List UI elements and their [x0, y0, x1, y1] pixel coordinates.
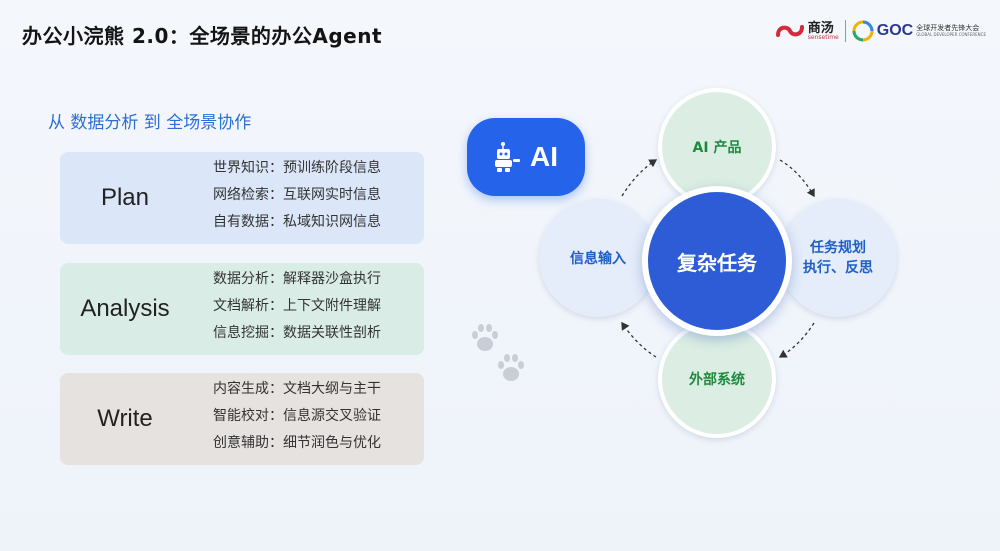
card-write: Write 内容生成：文档大纲与主干 智能校对：信息源交叉验证 创意辅助：细节润… — [60, 373, 424, 465]
paw-print-icon — [472, 324, 498, 351]
card-write-line: 创意辅助：细节润色与优化 — [213, 435, 381, 451]
sensetime-logo: 商汤 sensetime — [775, 22, 839, 41]
section-subtitle: 从 数据分析 到 全场景协作 — [48, 113, 252, 133]
arrow-bottom-to-left — [621, 321, 657, 358]
card-plan: Plan 世界知识：预训练阶段信息 网络检索：互联网实时信息 自有数据：私域知识… — [60, 152, 424, 244]
arrow-left-to-top — [621, 159, 658, 197]
sensetime-logo-icon — [775, 25, 804, 37]
card-analysis-line: 信息挖掘：数据关联性剖析 — [213, 325, 381, 341]
page-title: 办公小浣熊 2.0：全场景的办公Agent — [22, 24, 383, 48]
card-analysis-line: 文档解析：上下文附件理解 — [213, 298, 381, 314]
node-complex-task-label: 复杂任务 — [677, 250, 757, 275]
ai-badge: AI — [467, 118, 585, 196]
card-plan-name: Plan — [100, 184, 150, 211]
sensetime-logo-cn: 商汤 — [807, 20, 834, 36]
robot-icon — [495, 142, 520, 172]
gdc-logo-icon — [852, 20, 874, 42]
paw-print-icon — [498, 354, 524, 381]
card-write-name: Write — [97, 405, 153, 432]
card-analysis-line: 数据分析：解释器沙盒执行 — [213, 271, 381, 287]
card-analysis-name: Analysis — [80, 295, 170, 322]
gdc-logo-cn: 全球开发者先锋大会 — [916, 23, 980, 32]
card-write-line: 内容生成：文档大纲与主干 — [213, 381, 381, 397]
node-info-input: 信息输入 — [539, 199, 657, 317]
card-write-line: 智能校对：信息源交叉验证 — [213, 408, 381, 424]
card-plan-line: 网络检索：互联网实时信息 — [213, 187, 381, 203]
node-external-system: 外部系统 — [658, 320, 776, 438]
card-plan-line: 世界知识：预训练阶段信息 — [213, 160, 381, 176]
logo-divider — [844, 20, 846, 42]
arrow-right-to-bottom — [778, 322, 815, 358]
card-plan-line: 自有数据：私域知识网信息 — [213, 214, 381, 230]
node-external-system-label: 外部系统 — [689, 372, 745, 388]
arrow-top-to-right — [779, 159, 815, 198]
node-task-planning-line1: 任务规划 — [810, 240, 866, 256]
gdc-logo: GOC 全球开发者先锋大会 GLOBAL DEVELOPER CONFERENC… — [852, 20, 986, 42]
node-info-input-label: 信息输入 — [570, 251, 626, 267]
node-complex-task: 复杂任务 — [642, 186, 792, 336]
gdc-logo-en: GLOBAL DEVELOPER CONFERENCE — [916, 31, 986, 37]
ai-badge-label: AI — [530, 141, 558, 172]
node-ai-product-label: AI 产品 — [692, 140, 742, 156]
node-task-planning: 任务规划 执行、反思 — [779, 199, 897, 317]
node-task-planning-line2: 执行、反思 — [803, 260, 873, 276]
header-logos: 商汤 sensetime GOC 全球开发者先锋大会 GLOBAL DEVELO… — [775, 20, 986, 42]
card-analysis: Analysis 数据分析：解释器沙盒执行 文档解析：上下文附件理解 信息挖掘：… — [60, 263, 424, 355]
sensetime-logo-en: sensetime — [807, 33, 839, 41]
gdc-logo-text: GOC — [876, 22, 914, 39]
